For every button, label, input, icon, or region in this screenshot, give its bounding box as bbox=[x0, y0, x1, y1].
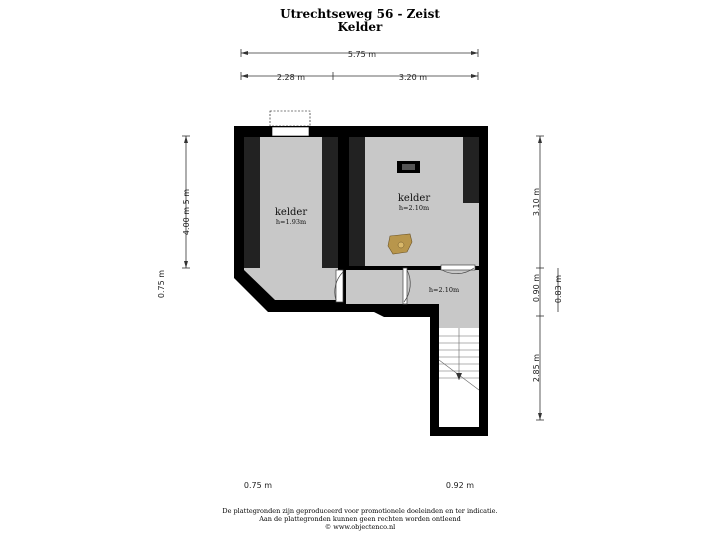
window-outline bbox=[269, 110, 311, 127]
dim-total-width: 5.75 m bbox=[348, 50, 376, 59]
window bbox=[271, 126, 310, 137]
address-title: Utrechtseweg 56 - Zeist bbox=[280, 7, 440, 21]
door-stair bbox=[440, 264, 476, 274]
left-room-height: h=1.93m bbox=[276, 218, 306, 226]
door-left bbox=[334, 269, 344, 303]
left-room-shelf-right bbox=[322, 137, 338, 268]
dim-bottom-left: 0.75 m bbox=[244, 481, 272, 490]
hall-height: h=2.10m bbox=[429, 286, 459, 294]
door-hall bbox=[402, 267, 411, 305]
right-room-height: h=2.10m bbox=[399, 204, 429, 212]
right-room-floor bbox=[349, 137, 479, 266]
footer-disclaimer-1: De plattegronden zijn geproduceerd voor … bbox=[222, 507, 498, 515]
dim-right-top: 3.10 m bbox=[532, 188, 541, 216]
partition-wall-vertical bbox=[338, 137, 349, 267]
footer-disclaimer-2: Aan de plattegronden kunnen geen rechten… bbox=[259, 515, 461, 523]
dim-right-small: 0.83 m bbox=[554, 275, 563, 303]
dim-right-mid: 0.90 m bbox=[532, 274, 541, 302]
dimension-arrows bbox=[184, 51, 542, 420]
floor-title: Kelder bbox=[337, 20, 383, 34]
dim-left-small: 0.75 m bbox=[157, 270, 166, 298]
left-room-shelf-left bbox=[244, 137, 260, 268]
boiler-knob bbox=[397, 241, 405, 249]
stair-floor-top bbox=[439, 304, 479, 328]
right-room-shelf-left bbox=[349, 137, 365, 266]
dim-left-width: 2.28 m bbox=[277, 73, 305, 82]
vent-fixture-inner bbox=[402, 164, 415, 170]
hall-floor bbox=[346, 270, 479, 304]
dim-right-width: 3.20 m bbox=[399, 73, 427, 82]
right-room-shelf-right bbox=[463, 137, 479, 203]
right-room-name: kelder bbox=[398, 193, 430, 204]
dim-left-height: 4.00 m 5 m bbox=[182, 189, 191, 235]
left-room-name: kelder bbox=[275, 207, 307, 218]
footer-copyright: © www.objectenco.nl bbox=[324, 523, 396, 531]
partition-wall-horizontal bbox=[349, 266, 479, 270]
dim-bottom-right: 0.92 m bbox=[446, 481, 474, 490]
dim-right-bottom: 2.85 m bbox=[532, 354, 541, 382]
left-room-floor bbox=[244, 137, 338, 300]
stair-arrow bbox=[456, 373, 462, 380]
